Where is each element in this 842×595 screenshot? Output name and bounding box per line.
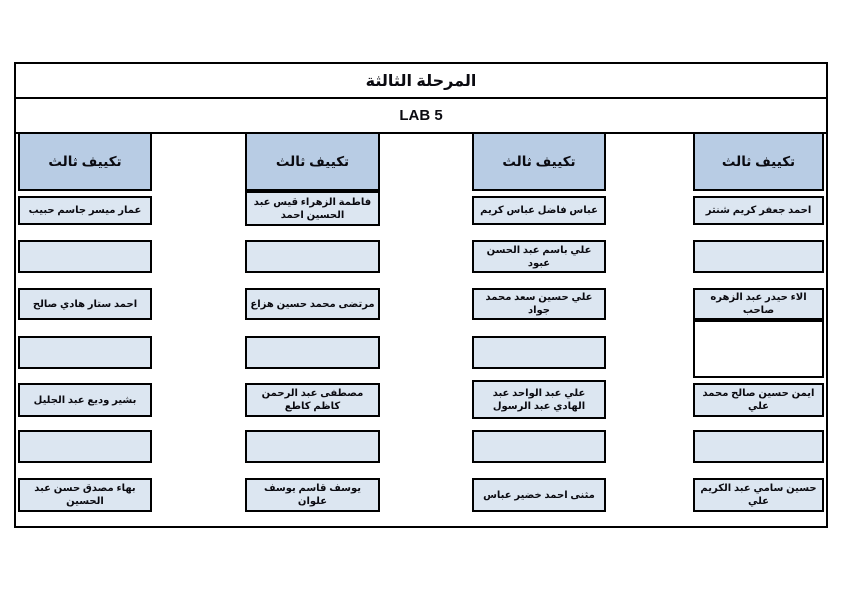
student-cell: علي باسم عبد الحسن عبود <box>472 240 606 273</box>
empty-slot-cell <box>472 430 606 463</box>
column-header: تكييف ثالث <box>693 132 824 191</box>
table-title-row: المرحلة الثالثة <box>16 64 826 99</box>
student-cell: ايمن حسين صالح محمد علي <box>693 383 824 417</box>
empty-slot-cell <box>18 430 152 463</box>
student-cell: بشير وديع عبد الجليل <box>18 383 152 417</box>
column-header: تكييف ثالث <box>18 132 152 191</box>
student-cell: مرتضى محمد حسين هزاع <box>245 288 380 320</box>
empty-slot-cell <box>245 336 380 369</box>
student-cell: احمد ستار هادي صالح <box>18 288 152 320</box>
lab-title: LAB 5 <box>399 107 443 124</box>
student-cell: مثنى احمد خضير عباس <box>472 478 606 512</box>
empty-slot-cell <box>18 240 152 273</box>
lab-subtitle-row: LAB 5 <box>16 99 826 134</box>
student-cell: عباس فاضل عباس كريم <box>472 196 606 225</box>
column-header: تكييف ثالث <box>245 132 380 191</box>
student-cell: فاطمة الزهراء قيس عبد الحسين احمد <box>245 191 380 226</box>
student-cell: الاء حيدر عبد الزهره صاحب <box>693 288 824 320</box>
student-cell: احمد جعفر كريم شنتر <box>693 196 824 225</box>
student-cell: علي عبد الواحد عبد الهادي عبد الرسول <box>472 380 606 419</box>
page-title: المرحلة الثالثة <box>365 72 477 90</box>
column-header: تكييف ثالث <box>472 132 606 191</box>
empty-slot-cell <box>245 430 380 463</box>
empty-white-cell <box>693 320 824 378</box>
student-cell: علي حسين سعد محمد جواد <box>472 288 606 320</box>
empty-slot-cell <box>472 336 606 369</box>
empty-slot-cell <box>18 336 152 369</box>
student-cell: حسين سامي عبد الكريم علي <box>693 478 824 512</box>
student-cell: عمار ميسر جاسم حبيب <box>18 196 152 225</box>
student-cell: يوسف قاسم يوسف علوان <box>245 478 380 512</box>
student-cell: مصطفى عبد الرحمن كاظم كاطع <box>245 383 380 417</box>
empty-slot-cell <box>693 240 824 273</box>
empty-slot-cell <box>693 430 824 463</box>
empty-slot-cell <box>245 240 380 273</box>
student-cell: بهاء مصدق حسن عبد الحسين <box>18 478 152 512</box>
